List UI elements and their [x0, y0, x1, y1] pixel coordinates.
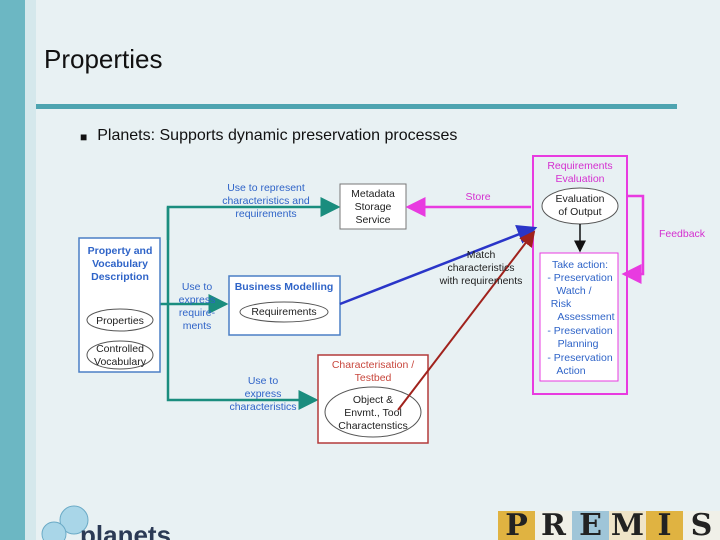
teal-connectors — [160, 197, 341, 410]
brand-letter-6: S — [683, 511, 720, 540]
take-action-line4: Risk — [551, 298, 572, 310]
take-action-box: Take action: - Preservation Watch / Risk… — [539, 252, 619, 382]
char-object-3: Charactenstics — [338, 420, 407, 432]
take-action-line7: Planning — [558, 338, 599, 350]
brand-banner: P R E M I S — [498, 511, 720, 540]
requirements-ellipse-text: Requirements — [251, 306, 316, 318]
characterisation-box: Characterisation / Testbed Object & Envm… — [317, 354, 429, 444]
properties-ellipse-text: Properties — [96, 315, 144, 327]
label-use-express-req-4: ments — [183, 320, 212, 332]
take-action-line6: - Preservation — [547, 325, 613, 337]
char-title-1: Characterisation / — [332, 359, 414, 371]
bullet-item: ■ Planets: Supports dynamic preservation… — [80, 127, 457, 147]
label-store: Store — [465, 191, 490, 203]
business-modelling-box: Business Modelling Requirements — [228, 275, 341, 336]
label-use-express-char-1: Use to — [248, 375, 279, 387]
take-action-line8: - Preservation — [547, 352, 613, 364]
label-use-express-req-1: Use to — [182, 281, 213, 293]
take-action-line2: - Preservation — [547, 272, 613, 284]
label-use-represent-1: Use to represent — [227, 182, 305, 194]
match-arrow — [339, 225, 538, 306]
requirements-evaluation-box: Requirements Evaluation Evaluation of Ou… — [532, 155, 628, 395]
property-box-title-2: Vocabulary — [92, 258, 148, 270]
brand-letter-4: M — [609, 511, 646, 540]
label-use-express-req-2: express — [179, 294, 216, 306]
req-eval-title-1: Requirements — [547, 160, 612, 172]
take-action-line9: Action — [556, 365, 585, 377]
property-box-title-3: Description — [91, 271, 149, 283]
planets-logo: planets — [41, 505, 171, 540]
brand-letter-5: I — [646, 511, 683, 540]
vocab-ellipse-line1: Controlled — [96, 343, 144, 355]
business-title: Business Modelling — [235, 281, 334, 293]
brand-letter-2: R — [535, 511, 572, 540]
label-match-3: with requirements — [439, 275, 523, 287]
side-strip — [0, 0, 25, 540]
take-action-line1: Take action: — [552, 259, 608, 271]
metadata-line2: Storage — [355, 201, 392, 213]
brand-letter-3: E — [572, 511, 609, 540]
slide-title: Properties — [44, 44, 163, 74]
label-use-represent-2: characteristics and — [222, 195, 310, 207]
metadata-line3: Service — [355, 214, 390, 226]
property-box-title-1: Property and — [88, 245, 153, 257]
take-action-line3: Watch / — [556, 285, 591, 297]
brand-letter-1: P — [498, 511, 535, 540]
vocab-ellipse-line2: Vocabulary — [94, 356, 147, 368]
label-feedback: Feedback — [659, 228, 706, 240]
take-action-line5: Assessment — [557, 311, 614, 323]
diagram-labels: Use to represent characteristics and req… — [179, 182, 706, 413]
title-rule — [36, 104, 677, 109]
label-use-express-req-3: require- — [179, 307, 216, 319]
eval-output-2: of Output — [558, 206, 601, 218]
label-match-2: characteristics — [447, 262, 514, 274]
char-object-1: Object & — [353, 394, 393, 406]
characterisation-arrow — [397, 230, 536, 411]
metadata-line1: Metadata — [351, 188, 395, 200]
metadata-storage-box: Metadata Storage Service — [339, 183, 407, 230]
bullet-text: Planets: Supports dynamic preservation p… — [97, 127, 458, 144]
label-use-represent-3: requirements — [235, 208, 296, 220]
label-use-express-char-3: characteristics — [229, 401, 296, 413]
eval-output-1: Evaluation — [555, 193, 604, 205]
property-vocabulary-box: Property and Vocabulary Description Prop… — [78, 237, 161, 373]
req-eval-title-2: Evaluation — [555, 173, 604, 185]
label-match-1: Match — [467, 249, 496, 261]
feedback-arrow — [621, 194, 645, 284]
planets-logo-text: planets — [80, 520, 171, 540]
side-strip-light — [25, 0, 36, 540]
bullet-square-icon: ■ — [80, 130, 88, 144]
char-object-2: Envmt., Tool — [344, 407, 402, 419]
label-use-express-char-2: express — [245, 388, 282, 400]
char-title-2: Testbed — [355, 372, 392, 384]
